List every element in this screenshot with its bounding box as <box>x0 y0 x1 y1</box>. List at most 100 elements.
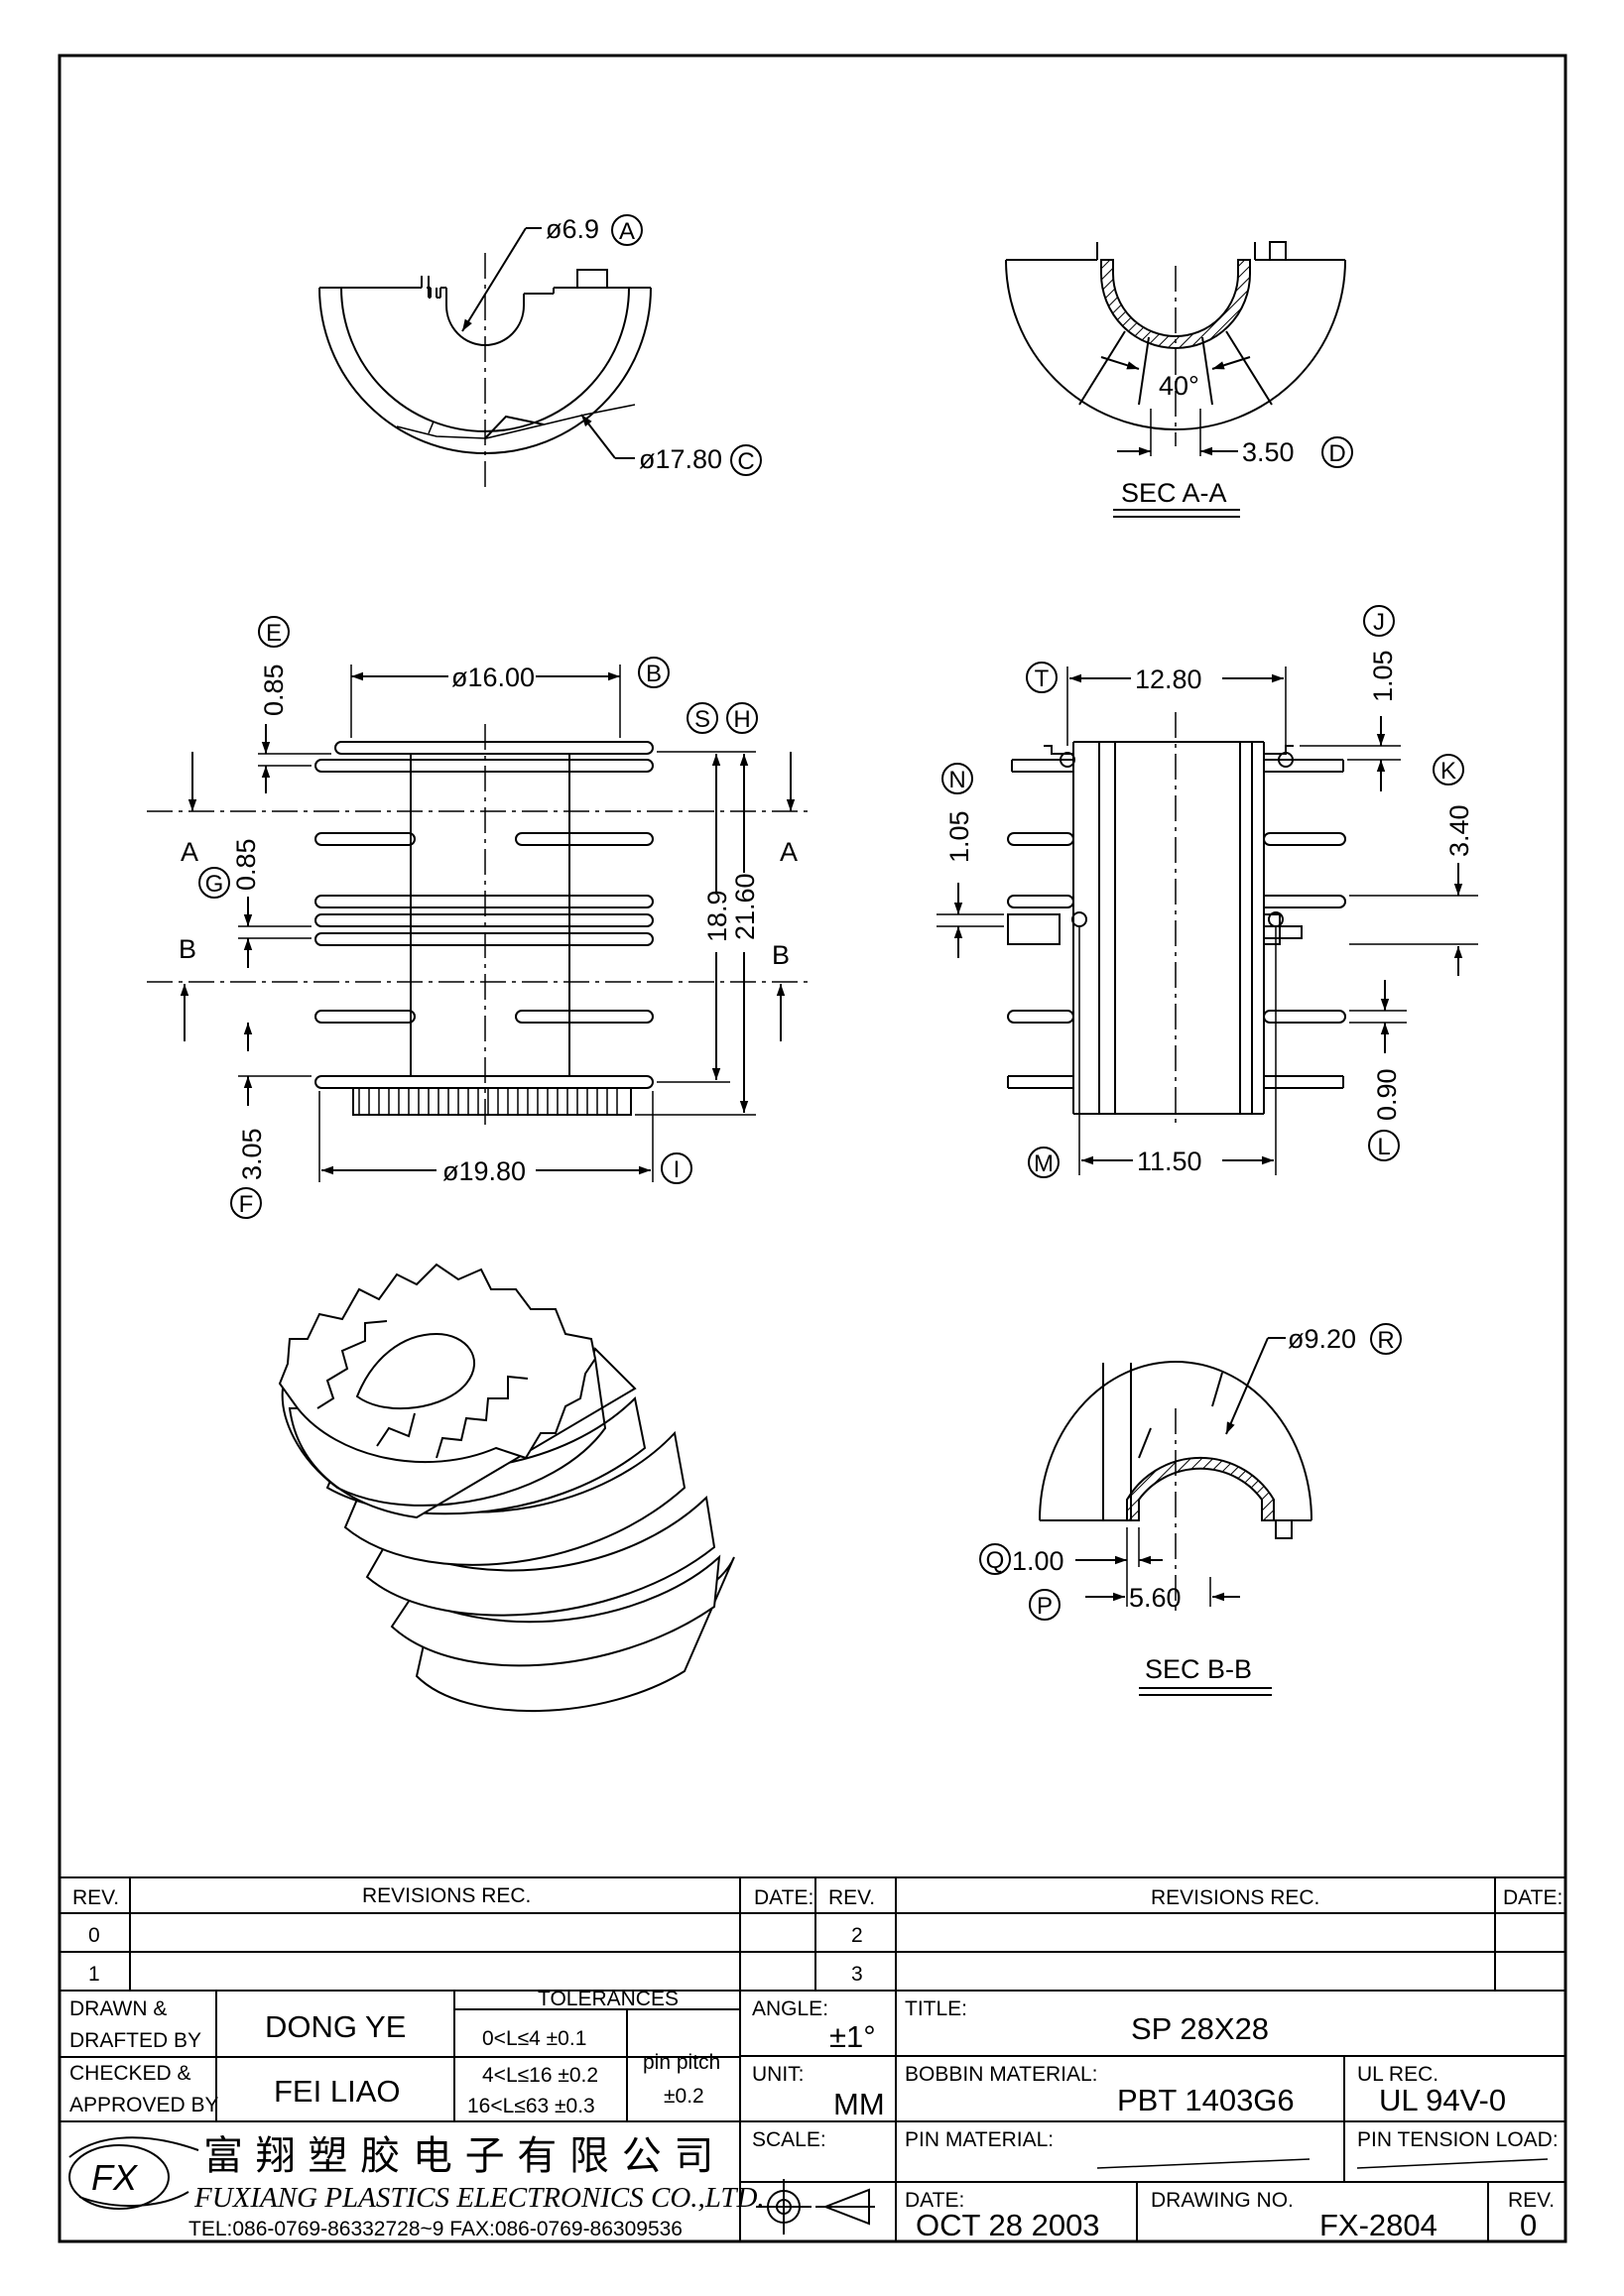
angle-40-text: 40° <box>1159 371 1199 401</box>
svg-text:DRAWING NO.: DRAWING NO. <box>1151 2189 1294 2212</box>
svg-text:DATE:: DATE: <box>754 1886 813 1909</box>
svg-text:DONG YE: DONG YE <box>265 2009 406 2044</box>
svg-text:2: 2 <box>851 1924 863 1947</box>
front-view-teeth <box>358 1088 618 1115</box>
svg-text:PIN MATERIAL:: PIN MATERIAL: <box>905 2128 1054 2151</box>
svg-text:TITLE:: TITLE: <box>905 1997 967 2020</box>
tag-b <box>638 657 670 688</box>
svg-text:REVISIONS REC.: REVISIONS REC. <box>1151 1886 1319 1909</box>
dim-a-text: ø6.9 <box>546 214 599 244</box>
svg-text:F: F <box>239 1191 254 1218</box>
svg-text:ANGLE:: ANGLE: <box>752 1997 828 2020</box>
svg-text:UL 94V-0: UL 94V-0 <box>1379 2083 1506 2117</box>
svg-text:DRAWN &: DRAWN & <box>69 1997 167 2020</box>
svg-text:M: M <box>1034 1150 1054 1177</box>
svg-text:pin pitch: pin pitch <box>643 2051 720 2074</box>
isometric-view <box>278 1263 735 1712</box>
dim-l-text: 0.90 <box>1372 1068 1402 1121</box>
svg-text:P: P <box>1037 1593 1053 1620</box>
svg-text:S: S <box>694 706 710 733</box>
tag-d <box>1321 436 1353 468</box>
svg-text:3: 3 <box>851 1963 863 1986</box>
sheet-border <box>58 54 1567 2243</box>
svg-text:PIN TENSION LOAD:: PIN TENSION LOAD: <box>1357 2128 1559 2151</box>
cut-a-right: A <box>780 837 798 867</box>
dim-n-text: 1.05 <box>944 810 974 863</box>
company-name-en: FUXIANG PLASTICS ELECTRONICS CO.,LTD. <box>193 2182 765 2214</box>
svg-text:±0.2: ±0.2 <box>664 2085 704 2108</box>
svg-text:UL REC.: UL REC. <box>1357 2063 1438 2086</box>
svg-text:N: N <box>948 767 965 793</box>
projection-symbol-icon <box>756 2179 875 2235</box>
svg-text:B: B <box>646 661 662 687</box>
svg-text:H: H <box>733 706 750 733</box>
svg-text:0: 0 <box>88 1924 100 1947</box>
svg-text:REV.: REV. <box>1508 2189 1555 2212</box>
svg-text:D: D <box>1328 440 1345 467</box>
tag-q <box>979 1543 1011 1575</box>
tag-c <box>730 444 762 476</box>
svg-text:SP 28X28: SP 28X28 <box>1131 2011 1269 2046</box>
dim-m-text: 11.50 <box>1137 1147 1202 1176</box>
svg-text:DRAFTED BY: DRAFTED BY <box>69 2029 201 2052</box>
svg-text:E: E <box>266 620 282 647</box>
dim-e-text: 0.85 <box>259 664 289 716</box>
svg-text:A: A <box>619 218 635 245</box>
dim-g-text: 0.85 <box>231 838 261 891</box>
svg-text:G: G <box>205 871 224 898</box>
svg-text:1: 1 <box>88 1963 100 1986</box>
svg-text:CHECKED &: CHECKED & <box>69 2062 191 2085</box>
svg-text:MM: MM <box>833 2087 885 2121</box>
cut-b-right: B <box>772 940 790 970</box>
svg-text:L: L <box>1377 1134 1390 1160</box>
tag-t <box>1026 662 1058 693</box>
svg-text:0<L≤4 ±0.1: 0<L≤4 ±0.1 <box>482 2027 586 2050</box>
company-logo: FX <box>68 2136 199 2210</box>
section-a-a-hatch <box>1100 259 1251 349</box>
svg-text:FX-2804: FX-2804 <box>1319 2208 1437 2242</box>
svg-text:K: K <box>1440 758 1456 785</box>
svg-text:BOBBIN MATERIAL:: BOBBIN MATERIAL: <box>905 2063 1098 2086</box>
svg-text:APPROVED BY: APPROVED BY <box>69 2094 219 2116</box>
dim-r-text: ø9.20 <box>1288 1324 1356 1354</box>
dim-p-text: 5.60 <box>1129 1583 1182 1613</box>
dim-b-text: ø16.00 <box>451 663 535 692</box>
tag-s <box>687 702 718 734</box>
cut-a-left: A <box>181 837 198 867</box>
svg-text:16<L≤63 ±0.3: 16<L≤63 ±0.3 <box>467 2095 595 2117</box>
svg-text:TOLERANCES: TOLERANCES <box>538 1988 679 2010</box>
title-block <box>60 1876 1565 2241</box>
svg-text:OCT 28 2003: OCT 28 2003 <box>916 2208 1100 2242</box>
tag-g <box>198 867 230 899</box>
dim-q-text: 1.00 <box>1012 1546 1064 1576</box>
dim-d-text: 3.50 <box>1242 437 1295 467</box>
dim-i-text: ø19.80 <box>442 1156 526 1186</box>
svg-text:DATE:: DATE: <box>905 2189 964 2212</box>
tag-h <box>726 702 758 734</box>
cut-b-left: B <box>179 934 196 964</box>
dim-c-text: ø17.80 <box>639 444 722 474</box>
tag-j <box>1363 605 1395 637</box>
tag-a <box>611 214 643 246</box>
svg-text:J: J <box>1373 609 1385 636</box>
dim-f-text: 3.05 <box>237 1128 267 1180</box>
tag-k <box>1433 754 1464 785</box>
company-name-cn: 富 翔 塑 胶 电 子 有 限 公 司 <box>203 2133 713 2179</box>
svg-text:Q: Q <box>986 1547 1005 1574</box>
svg-text:PBT 1403G6: PBT 1403G6 <box>1117 2083 1295 2117</box>
side-view <box>1007 741 1346 1115</box>
svg-text:SCALE:: SCALE: <box>752 2128 826 2151</box>
dim-t-text: 12.80 <box>1135 665 1202 694</box>
section-b-b <box>1039 1361 1312 1539</box>
company-contact: TEL:086-0769-86332728~9 FAX:086-0769-863… <box>188 2218 683 2240</box>
title-block-text: REV. REVISIONS REC. DATE: REV. REVISIONS… <box>69 1884 1562 2242</box>
sec-a-a-title: SEC A-A <box>1121 478 1227 508</box>
section-b-b-hatch <box>1126 1456 1275 1521</box>
svg-text:0: 0 <box>1520 2208 1537 2242</box>
svg-text:4<L≤16 ±0.2: 4<L≤16 ±0.2 <box>482 2064 598 2087</box>
front-view <box>314 741 654 1116</box>
svg-text:FX: FX <box>91 2157 139 2198</box>
dim-h-inner-text: 18.9 <box>702 890 732 942</box>
tag-m <box>1028 1147 1060 1178</box>
